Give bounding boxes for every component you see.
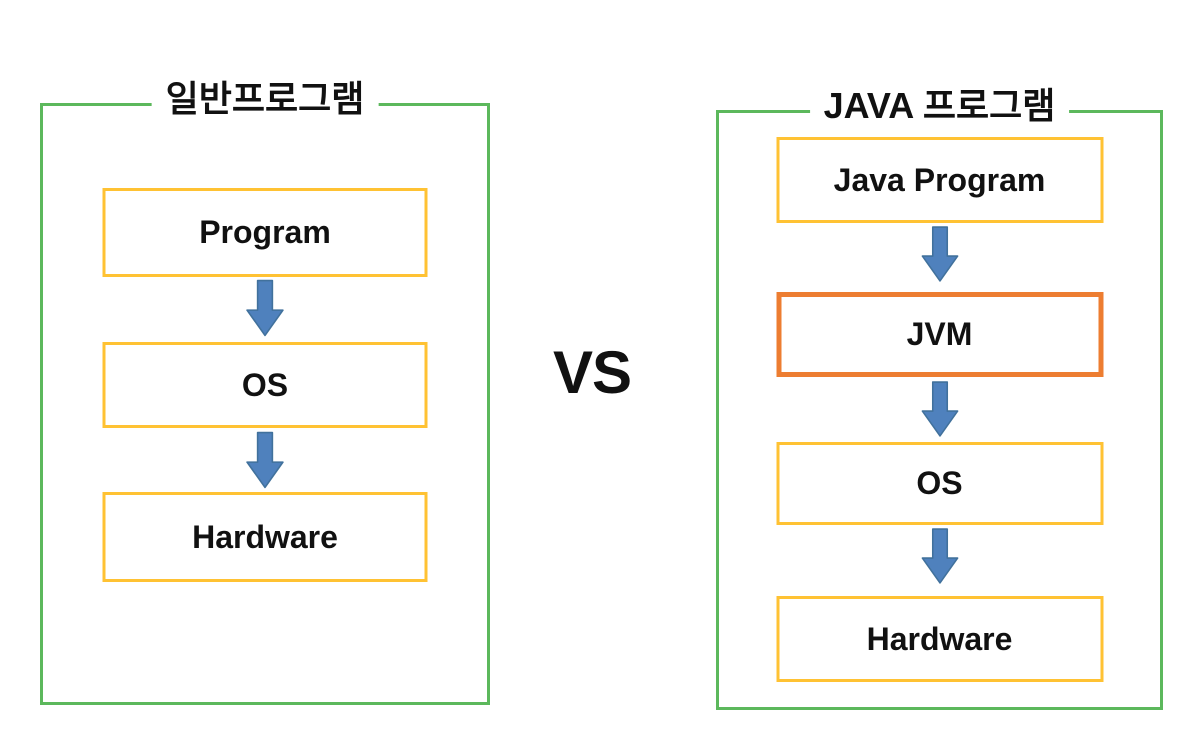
normal-program-title: 일반프로그램 [151, 76, 379, 123]
java-program-box-label: Java Program [833, 161, 1046, 198]
hardware-box: Hardware [776, 596, 1103, 682]
os-box-label: OS [241, 366, 289, 403]
jvm-box-label: JVM [906, 316, 973, 352]
os-box-label: OS [916, 465, 963, 501]
java-program-title: JAVA 프로그램 [809, 83, 1070, 130]
java-program-box: Java Program [776, 137, 1103, 223]
down-arrow-icon [246, 431, 284, 489]
jvm-box: JVM [776, 292, 1103, 377]
normal-program-container: 일반프로그램 Program OS Hardware [40, 76, 490, 705]
hardware-box-label: Hardware [866, 620, 1013, 657]
hardware-box: Hardware [102, 492, 428, 582]
program-box: Program [102, 188, 428, 277]
vs-label: VS [553, 339, 632, 406]
os-box: OS [776, 442, 1103, 525]
down-arrow-icon [921, 381, 959, 437]
down-arrow-icon [246, 279, 284, 337]
down-arrow-icon [921, 528, 959, 584]
hardware-box-label: Hardware [192, 518, 338, 555]
java-program-container: JAVA 프로그램 Java Program JVM OS Hardw [716, 83, 1163, 710]
os-box: OS [102, 342, 428, 428]
program-box-label: Program [199, 214, 331, 250]
down-arrow-icon [921, 226, 959, 282]
